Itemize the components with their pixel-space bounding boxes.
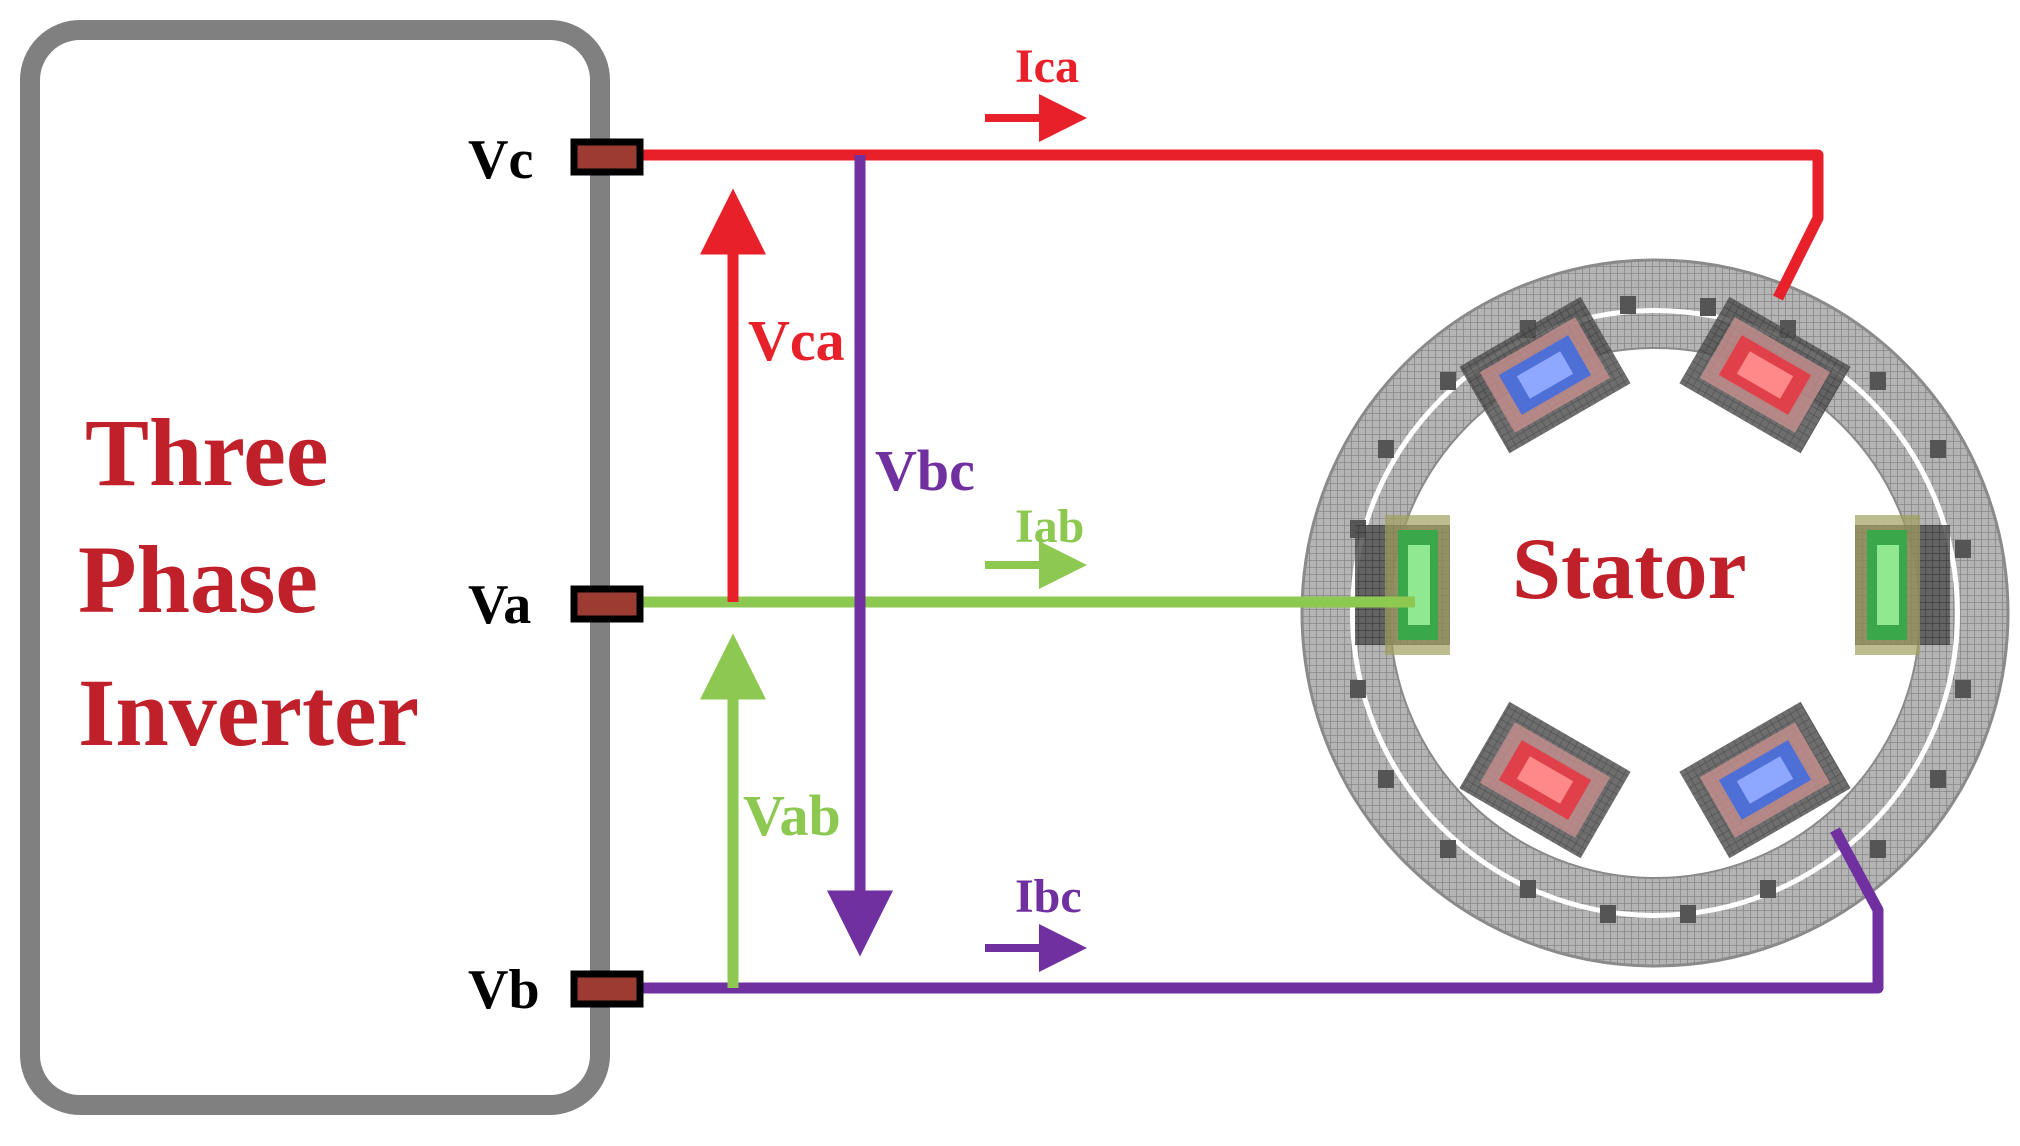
inverter-title-line-2: Phase (78, 526, 318, 633)
terminal-vb-label: Vb (468, 959, 540, 1021)
inverter-title-line-3: Inverter (78, 659, 419, 766)
terminal-va-label: Va (468, 574, 531, 636)
slot (1930, 770, 1946, 788)
terminal-vc (570, 138, 644, 176)
pole-top-left (1459, 296, 1631, 454)
slot (1440, 372, 1456, 390)
pole-right (1855, 515, 1950, 655)
slot (1378, 770, 1394, 788)
slot (1700, 298, 1716, 316)
slot (1620, 296, 1636, 314)
inverter-block (20, 20, 610, 1115)
pole-bottom-right (1679, 701, 1851, 859)
ica-label: Ica (1015, 40, 1079, 93)
slot (1440, 840, 1456, 858)
inverter-title-line-1: Three (85, 399, 329, 506)
slot (1930, 440, 1946, 458)
ibc-label: Ibc (1015, 870, 1082, 923)
iab-label: Iab (1015, 500, 1084, 553)
slot (1870, 840, 1886, 858)
terminal-va (570, 585, 644, 623)
stator-machine: Stator (1300, 258, 2010, 968)
vbc-label: Vbc (875, 438, 975, 503)
slot (1760, 880, 1776, 898)
wire-vb (640, 827, 1884, 994)
slot (1378, 440, 1394, 458)
wire-vc (640, 149, 1824, 301)
vca-label: Vca (748, 308, 845, 373)
terminal-vc-label: Vc (468, 129, 533, 191)
terminal-vb (570, 970, 644, 1008)
slot (1955, 540, 1971, 558)
slot (1870, 372, 1886, 390)
slot (1350, 680, 1366, 698)
slot (1520, 880, 1536, 898)
slot (1955, 680, 1971, 698)
stator-label: Stator (1512, 521, 1747, 618)
pole-bottom-left (1459, 701, 1631, 859)
slot (1680, 905, 1696, 923)
pole-left (1355, 515, 1450, 655)
slot (1600, 905, 1616, 923)
pole-top-right (1679, 296, 1851, 454)
vab-label: Vab (743, 783, 841, 848)
